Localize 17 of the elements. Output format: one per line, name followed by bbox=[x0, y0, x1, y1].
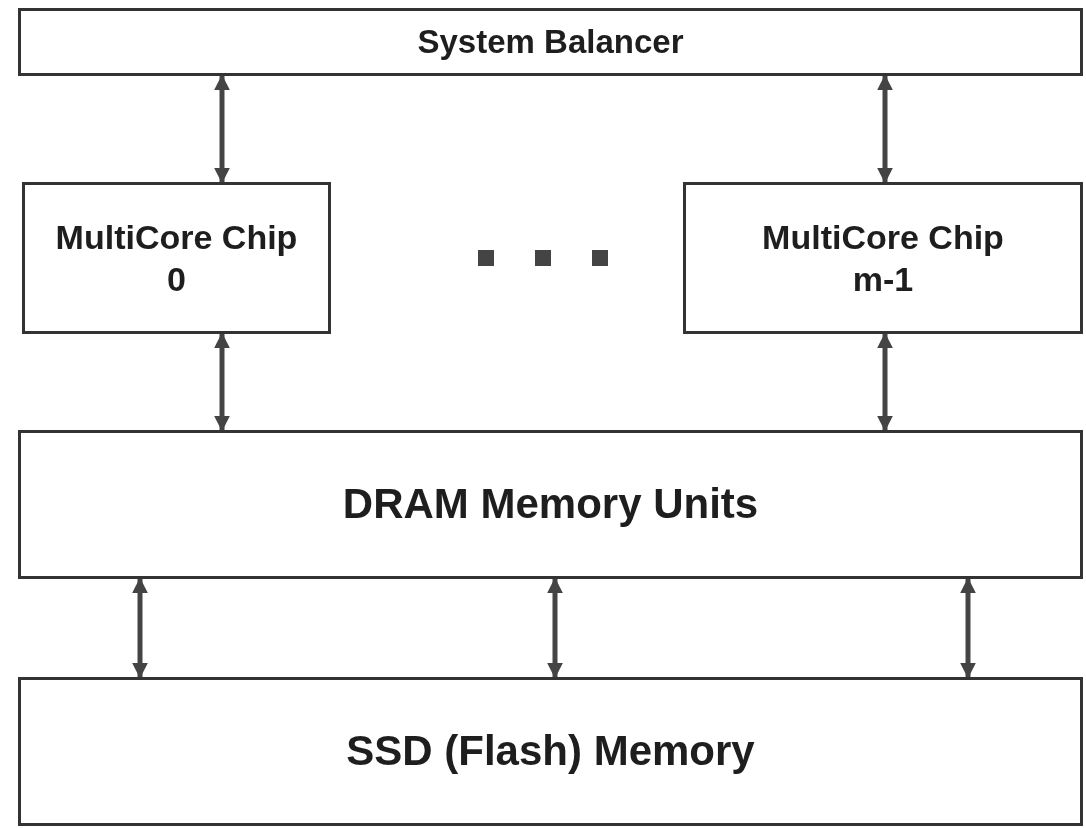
component-box bbox=[18, 430, 1083, 579]
box-label: MultiCore Chip m-1 bbox=[761, 216, 1005, 300]
component-box bbox=[683, 182, 1083, 334]
box-label: System Balancer bbox=[417, 22, 684, 63]
component-box bbox=[22, 182, 331, 334]
double-arrow bbox=[214, 332, 230, 432]
double-arrow bbox=[547, 577, 563, 679]
component-box bbox=[18, 8, 1083, 76]
box-label: DRAM Memory Units bbox=[342, 479, 759, 530]
box-label: SSD (Flash) Memory bbox=[346, 726, 755, 777]
double-arrow bbox=[877, 332, 893, 432]
double-arrow bbox=[960, 577, 976, 679]
double-arrow bbox=[132, 577, 148, 679]
box-label: MultiCore Chip 0 bbox=[54, 216, 299, 300]
double-arrow bbox=[877, 74, 893, 184]
double-arrow bbox=[214, 74, 230, 184]
component-box bbox=[18, 677, 1083, 826]
